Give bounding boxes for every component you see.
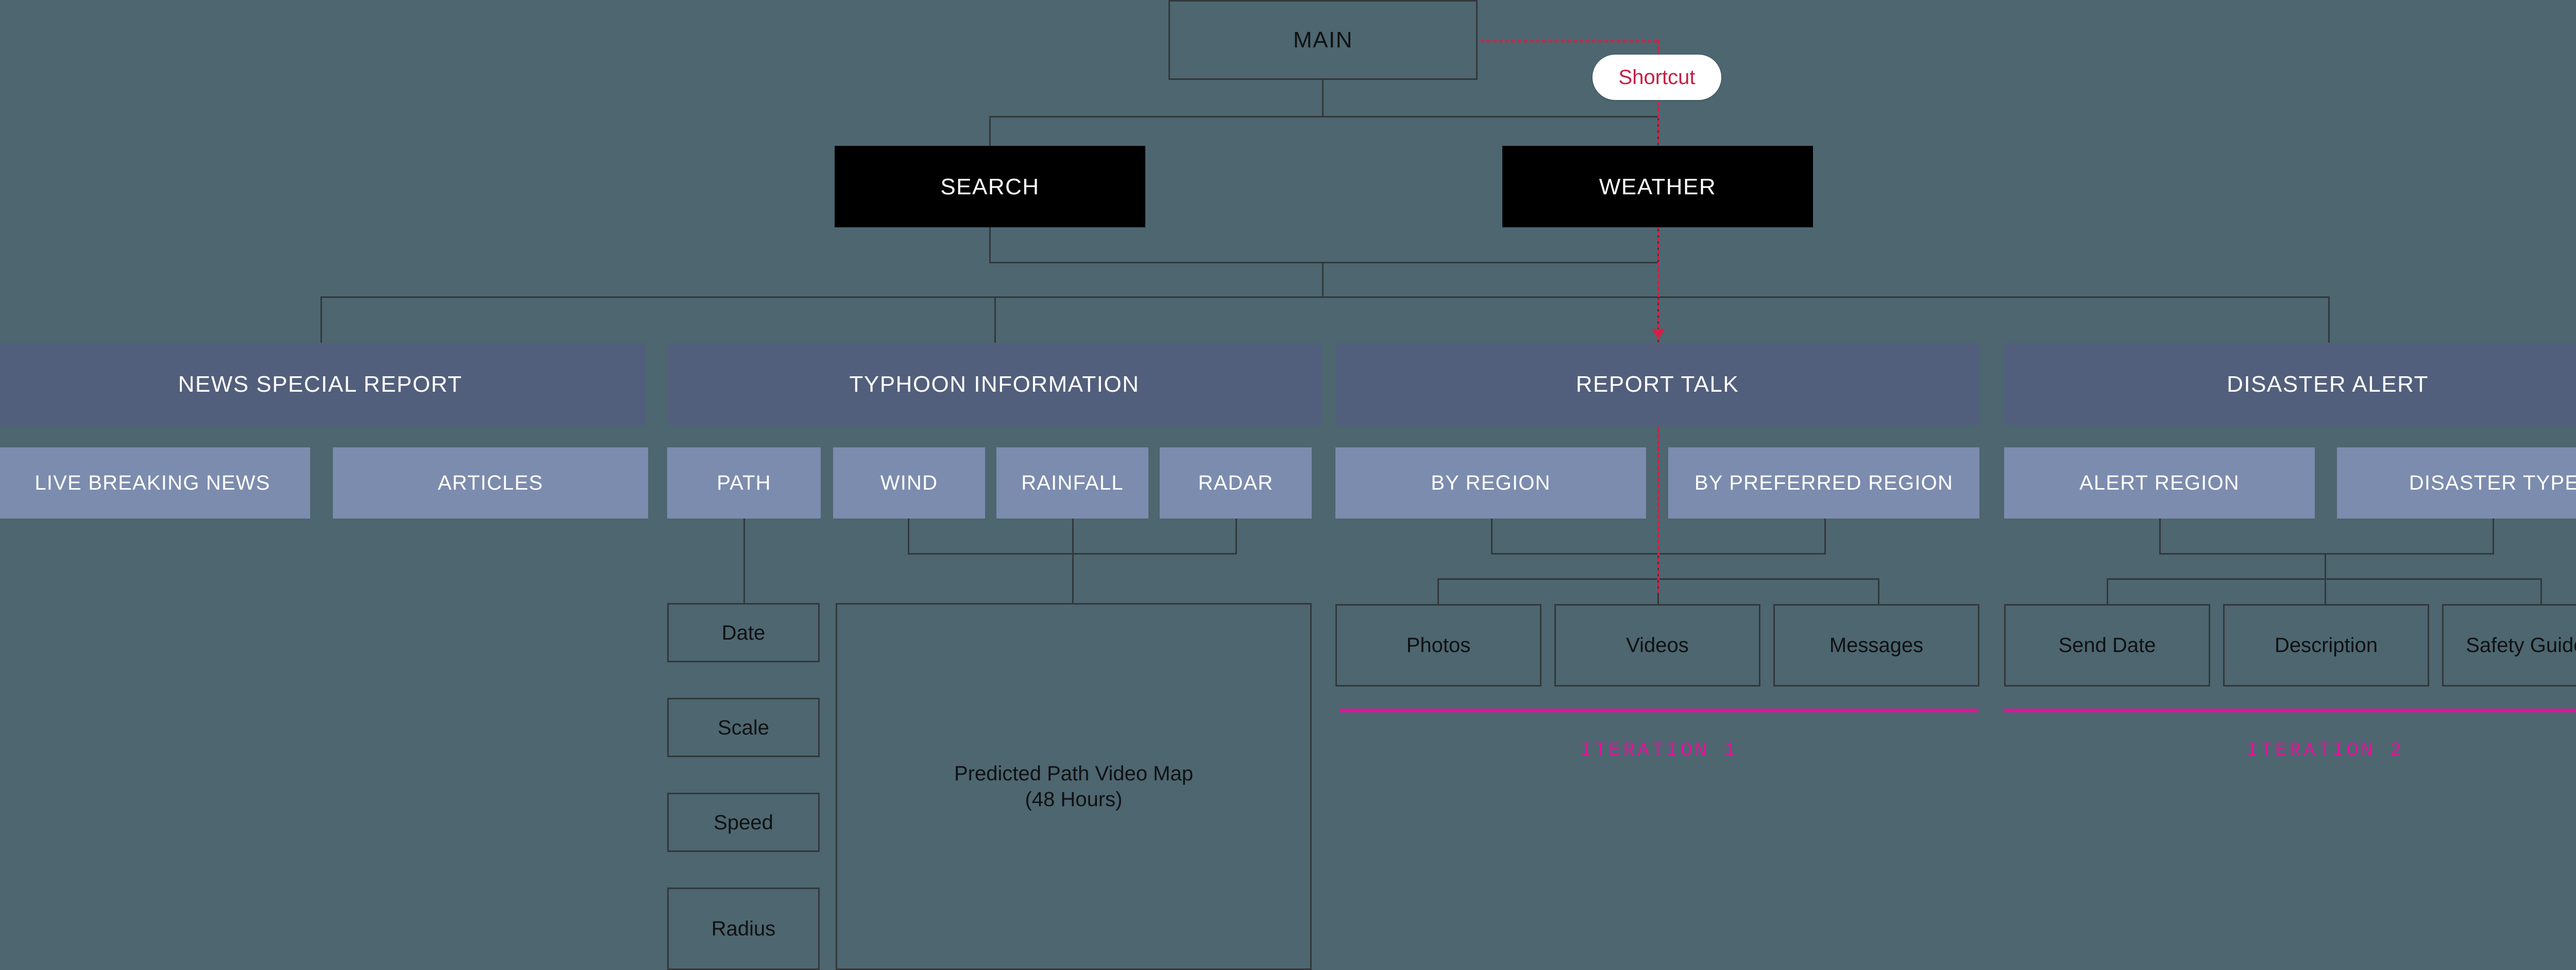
item-radar-label: RADAR xyxy=(1198,472,1274,494)
category-report-talk[interactable]: REPORT TALK xyxy=(1335,343,1979,425)
node-search[interactable]: SEARCH xyxy=(835,146,1145,227)
connector-wind-stem xyxy=(908,518,909,554)
category-disaster-alert[interactable]: DISASTER ALERT xyxy=(2004,343,2576,425)
connector-alert-region-stem xyxy=(2159,518,2161,554)
category-typhoon-information-label: TYPHOON INFORMATION xyxy=(849,371,1140,397)
item-alert-region-label: ALERT REGION xyxy=(2079,472,2240,494)
node-search-label: SEARCH xyxy=(940,174,1040,199)
item-by-region-label: BY REGION xyxy=(1431,472,1551,494)
leaf-date-label: Date xyxy=(721,621,766,644)
leaf-photos-label: Photos xyxy=(1406,634,1471,657)
connector-by-region-stem xyxy=(1491,518,1493,554)
item-alert-region[interactable]: ALERT REGION xyxy=(2004,447,2315,519)
connector-main-stem xyxy=(1322,78,1324,117)
connector-level3-stem xyxy=(1322,262,1324,298)
node-main[interactable]: MAIN xyxy=(1168,0,1478,80)
category-disaster-alert-label: DISASTER ALERT xyxy=(2227,371,2429,397)
iteration-2-rule xyxy=(2004,709,2576,712)
leaf-scale-label: Scale xyxy=(717,716,770,739)
leaf-predicted-path-video-map[interactable]: Predicted Path Video Map (48 Hours) xyxy=(836,603,1312,970)
item-disaster-type-label: DISASTER TYPE xyxy=(2409,472,2576,494)
leaf-speed[interactable]: Speed xyxy=(667,793,820,852)
shortcut-dashed-horizontal xyxy=(1480,40,1658,42)
category-news-special-report-label: NEWS SPECIAL REPORT xyxy=(178,371,463,397)
leaf-photos[interactable]: Photos xyxy=(1335,604,1541,687)
connector-messages-drop xyxy=(1878,578,1879,604)
connector-path-drop xyxy=(743,518,745,603)
node-weather-label: WEATHER xyxy=(1599,174,1717,199)
item-by-preferred-region-label: BY PREFERRED REGION xyxy=(1694,472,1954,494)
iteration-1-rule xyxy=(1340,709,1978,712)
leaf-date[interactable]: Date xyxy=(667,603,820,662)
connector-radar-stem xyxy=(1235,518,1237,554)
item-by-region[interactable]: BY REGION xyxy=(1335,447,1646,519)
connector-send-date-drop xyxy=(2107,578,2108,604)
item-path-label: PATH xyxy=(717,472,771,494)
leaf-predicted-path-line1: Predicted Path Video Map xyxy=(954,762,1193,785)
leaf-predicted-path-line2: (48 Hours) xyxy=(1025,788,1123,811)
connector-typhoon-media-drop xyxy=(1072,553,1074,605)
node-main-label: MAIN xyxy=(1293,27,1353,53)
leaf-videos-label: Videos xyxy=(1626,634,1689,657)
connector-category-bus xyxy=(320,296,2330,298)
shortcut-arrowhead-icon xyxy=(1652,329,1665,339)
item-path[interactable]: PATH xyxy=(667,447,821,519)
item-articles[interactable]: ARTICLES xyxy=(333,447,648,519)
leaf-scale[interactable]: Scale xyxy=(667,698,820,757)
category-report-talk-label: REPORT TALK xyxy=(1575,371,1739,397)
item-wind-label: WIND xyxy=(880,472,938,494)
node-weather[interactable]: WEATHER xyxy=(1502,146,1813,227)
item-radar[interactable]: RADAR xyxy=(1160,447,1312,519)
leaf-messages[interactable]: Messages xyxy=(1773,604,1979,687)
connector-category-drop-typhoon xyxy=(994,296,996,345)
connector-disaster-type-stem xyxy=(2493,518,2494,554)
leaf-safety-guidelines[interactable]: Safety Guidelines xyxy=(2442,604,2576,687)
connector-search-drop xyxy=(989,116,991,146)
connector-disaster-leaf-bus xyxy=(2107,578,2542,580)
connector-by-preferred-region-stem xyxy=(1824,518,1826,554)
leaf-send-date[interactable]: Send Date xyxy=(2004,604,2210,687)
leaf-description-label: Description xyxy=(2274,634,2378,657)
item-rainfall[interactable]: RAINFALL xyxy=(996,447,1148,519)
shortcut-dashed-vertical xyxy=(1657,40,1659,593)
leaf-messages-label: Messages xyxy=(1829,634,1924,657)
item-live-breaking-news-label: LIVE BREAKING NEWS xyxy=(35,472,270,494)
connector-level2-merge-bus xyxy=(989,262,1659,263)
connector-category-drop-news xyxy=(320,296,322,345)
shortcut-badge-label: Shortcut xyxy=(1618,65,1696,89)
leaf-safety-guidelines-label: Safety Guidelines xyxy=(2466,634,2576,657)
leaf-description[interactable]: Description xyxy=(2223,604,2429,687)
leaf-send-date-label: Send Date xyxy=(2058,634,2156,657)
item-articles-label: ARTICLES xyxy=(437,472,544,494)
connector-search-stem xyxy=(989,227,991,263)
shortcut-badge[interactable]: Shortcut xyxy=(1592,55,1721,100)
connector-rainfall-stem xyxy=(1072,518,1074,554)
item-wind[interactable]: WIND xyxy=(833,447,985,519)
connector-photos-drop xyxy=(1437,578,1439,604)
connector-disaster-bus xyxy=(2159,553,2494,555)
connector-category-drop-disaster xyxy=(2328,296,2330,345)
iteration-1-label: ITERATION 1 xyxy=(1580,740,1738,762)
connector-level2-bus xyxy=(989,116,1659,118)
item-by-preferred-region[interactable]: BY PREFERRED REGION xyxy=(1668,447,1979,519)
leaf-radius-label: Radius xyxy=(711,917,776,940)
category-typhoon-information[interactable]: TYPHOON INFORMATION xyxy=(667,343,1321,425)
connector-safety-drop xyxy=(2540,578,2542,604)
item-disaster-type[interactable]: DISASTER TYPE xyxy=(2337,447,2576,519)
category-news-special-report[interactable]: NEWS SPECIAL REPORT xyxy=(0,343,646,425)
leaf-speed-label: Speed xyxy=(714,811,773,834)
item-live-breaking-news[interactable]: LIVE BREAKING NEWS xyxy=(0,447,310,519)
leaf-radius[interactable]: Radius xyxy=(667,888,820,970)
item-rainfall-label: RAINFALL xyxy=(1021,472,1124,494)
connector-description-drop xyxy=(2325,553,2326,605)
leaf-videos[interactable]: Videos xyxy=(1554,604,1760,687)
iteration-2-label: ITERATION 2 xyxy=(2246,740,2404,762)
